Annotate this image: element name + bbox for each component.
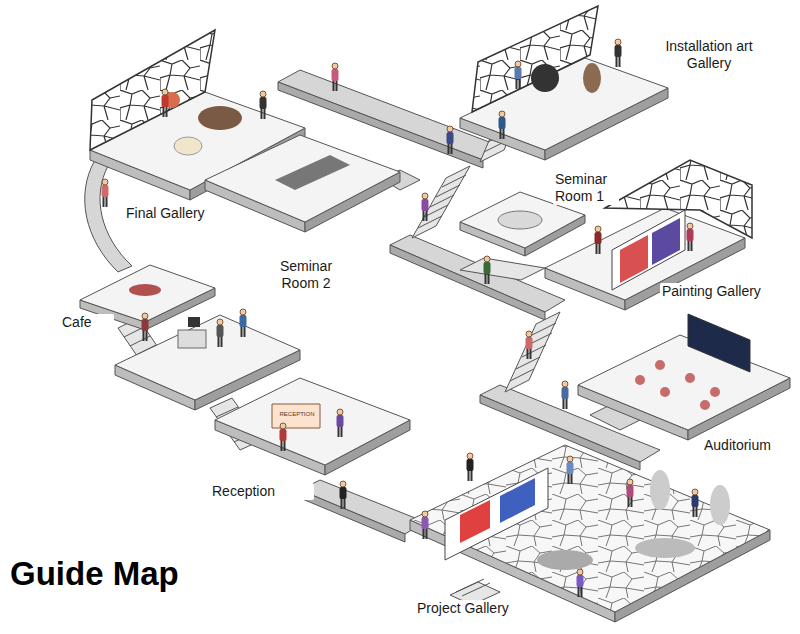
room-label: Final Gallery	[124, 205, 238, 222]
room-label: Installation art Gallery	[652, 38, 766, 72]
room-label: Painting Gallery	[660, 283, 794, 300]
room-label: Reception	[210, 483, 314, 500]
desk-sign: RECEPTION	[274, 411, 320, 417]
map-title: Guide Map	[10, 556, 179, 592]
room-label: Seminar Room 1	[553, 171, 619, 205]
room-label: Project Gallery	[415, 600, 559, 617]
room-label: Cafe	[60, 314, 114, 331]
room-label: Seminar Room 2	[268, 258, 344, 292]
room-label: Auditorium	[702, 437, 796, 454]
